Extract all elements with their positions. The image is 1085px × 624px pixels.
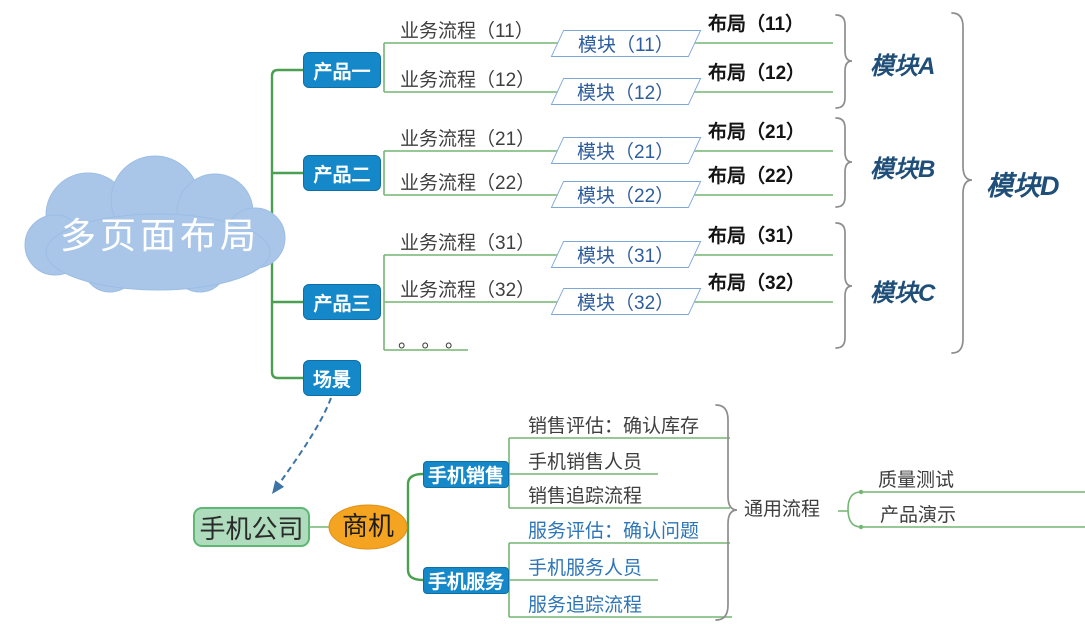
brace-common-process [715, 404, 738, 621]
node-opportunity-shape[interactable] [325, 501, 415, 553]
topic-sales-track[interactable]: 销售追踪流程 [528, 486, 643, 507]
topic-flow-12[interactable]: 业务流程（12） [400, 70, 536, 91]
brace-module-c [835, 222, 853, 349]
split-dot-top [858, 489, 864, 495]
topic-service-eval[interactable]: 服务评估：确认问题 [528, 521, 700, 542]
topic-service-track[interactable]: 服务追踪流程 [528, 595, 643, 616]
node-company[interactable]: 手机公司 [193, 507, 310, 547]
topic-product-demo[interactable]: 产品演示 [880, 505, 957, 526]
topic-service-staff[interactable]: 手机服务人员 [528, 558, 643, 579]
module-31-label: 模块（31） [577, 246, 675, 267]
node-module-11[interactable]: 模块（11） [550, 30, 702, 57]
service-branch-lines [508, 542, 732, 618]
relationship-arrowhead [272, 480, 285, 494]
module-11-label: 模块（11） [578, 35, 674, 56]
node-product2[interactable]: 产品二 [303, 155, 381, 191]
module-32-label: 模块（32） [577, 293, 675, 314]
module-22-label: 模块（22） [577, 186, 675, 207]
topic-layout-12[interactable]: 布局（12） [708, 63, 806, 84]
summary-module-d[interactable]: 模块D [986, 171, 1060, 201]
bottom-trunk-connector [406, 472, 425, 582]
root-topic-label[interactable]: 多页面布局 [59, 215, 260, 256]
node-module-32[interactable]: 模块（32） [550, 288, 702, 315]
summary-module-b[interactable]: 模块B [870, 156, 936, 183]
common-split-connector [838, 491, 1085, 528]
topic-common-process[interactable]: 通用流程 [744, 499, 821, 520]
topic-ellipsis[interactable]: 。。。 [398, 331, 479, 352]
topic-layout-31[interactable]: 布局（31） [708, 226, 806, 247]
node-phone-service[interactable]: 手机服务 [423, 567, 509, 594]
node-module-22[interactable]: 模块（22） [550, 181, 702, 208]
topic-layout-32[interactable]: 布局（32） [708, 273, 806, 294]
topic-flow-21[interactable]: 业务流程（21） [400, 129, 536, 150]
topic-flow-22[interactable]: 业务流程（22） [400, 173, 536, 194]
node-product1[interactable]: 产品一 [303, 52, 381, 88]
node-scene[interactable]: 场景 [303, 360, 361, 396]
topic-quality-test[interactable]: 质量测试 [878, 470, 955, 491]
topic-sales-eval[interactable]: 销售评估：确认库存 [528, 416, 700, 437]
module-21-label: 模块（21） [577, 142, 675, 163]
topic-flow-31[interactable]: 业务流程（31） [400, 233, 536, 254]
summary-module-a[interactable]: 模块A [870, 53, 936, 80]
node-product3[interactable]: 产品三 [303, 284, 381, 320]
relationship-arrow [273, 397, 332, 492]
brace-module-b [835, 117, 853, 208]
node-module-21[interactable]: 模块（21） [550, 137, 702, 164]
node-phone-sales[interactable]: 手机销售 [423, 461, 509, 488]
sales-branch-lines [508, 437, 730, 509]
topic-layout-21[interactable]: 布局（21） [708, 122, 806, 143]
split-dot-bottom [858, 524, 864, 530]
topic-layout-22[interactable]: 布局（22） [708, 166, 806, 187]
summary-module-c[interactable]: 模块C [870, 280, 936, 307]
topic-sales-staff[interactable]: 手机销售人员 [528, 452, 643, 473]
node-module-12[interactable]: 模块（12） [550, 78, 702, 105]
node-module-31[interactable]: 模块（31） [550, 241, 702, 268]
topic-layout-11[interactable]: 布局（11） [708, 14, 805, 35]
node-opportunity-label[interactable]: 商机 [341, 512, 394, 541]
brace-module-a [835, 14, 853, 109]
cloud-shape[interactable] [24, 155, 286, 293]
brace-module-d [951, 12, 973, 354]
topic-flow-32[interactable]: 业务流程（32） [400, 280, 536, 301]
module-12-label: 模块（12） [577, 83, 675, 104]
topic-flow-11[interactable]: 业务流程（11） [400, 21, 534, 42]
